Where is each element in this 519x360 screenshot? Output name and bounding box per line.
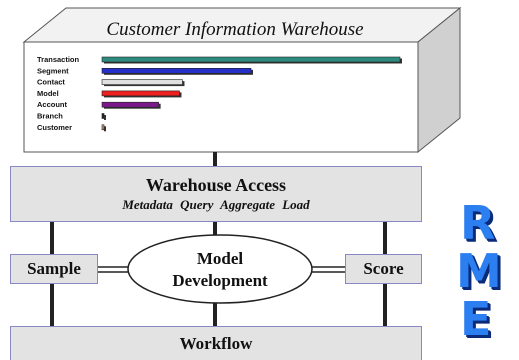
bar-contact	[101, 79, 183, 85]
bar-shadow-branch	[104, 115, 106, 120]
warehouse-access-title: Warehouse Access	[145, 175, 287, 195]
score-label: Score	[363, 259, 404, 278]
logo-letter-e: E	[460, 292, 492, 346]
model-development-line2: Development	[172, 271, 268, 290]
bar-shadow-customer	[104, 126, 106, 132]
bar-segment	[101, 68, 252, 74]
bar-label-model: Model	[37, 89, 59, 98]
bar-model	[101, 90, 180, 97]
bar-label-branch: Branch	[37, 112, 63, 121]
workflow-box: Workflow	[10, 326, 422, 360]
model-development-line1: Model	[197, 249, 244, 268]
warehouse-block: Customer Information Warehouse Transacti…	[22, 6, 462, 154]
bar-customer	[101, 124, 105, 131]
model-development-ellipse	[127, 234, 313, 304]
bar-label-contact: Contact	[37, 78, 65, 87]
workflow-label: Workflow	[179, 333, 253, 353]
warehouse-title: Customer Information Warehouse	[106, 19, 363, 40]
warehouse-access-operations: Metadata Query Aggregate Load	[122, 197, 310, 212]
sample-box: Sample	[10, 254, 98, 284]
bar-transaction	[101, 56, 401, 63]
logo-letter-m: M	[456, 244, 502, 298]
score-box: Score	[345, 254, 422, 284]
bar-label-account: Account	[37, 100, 68, 109]
connectors	[50, 152, 387, 326]
sample-label: Sample	[27, 259, 81, 278]
bar-branch	[101, 113, 105, 119]
bar-account	[101, 101, 159, 108]
warehouse-access-box: Warehouse Access Metadata Query Aggregat…	[10, 166, 422, 222]
logo-letter-r: R	[460, 196, 496, 250]
warehouse-bar-chart: TransactionSegmentContactModelAccountBra…	[37, 55, 402, 132]
bar-label-segment: Segment	[37, 66, 69, 75]
bar-label-transaction: Transaction	[37, 55, 80, 64]
bar-label-customer: Customer	[37, 123, 72, 132]
